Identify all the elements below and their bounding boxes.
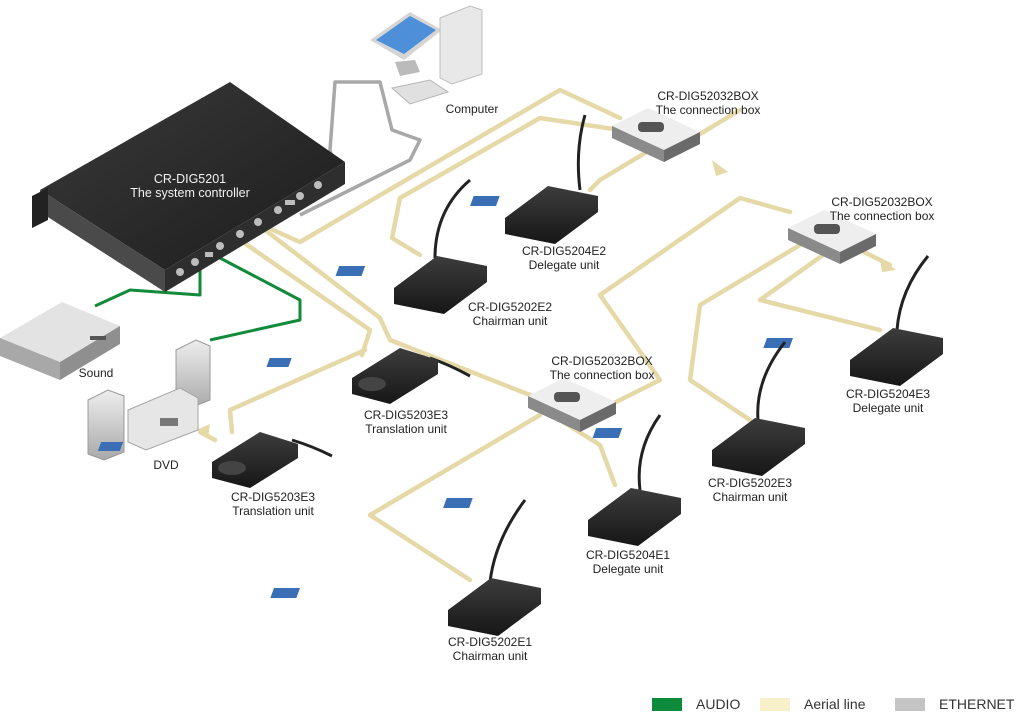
delegate-e1-desc: Delegate unit xyxy=(592,562,664,576)
cable-box2-chairman-e3 xyxy=(687,242,803,423)
connection-box-2 xyxy=(788,210,876,264)
translation-a-label: CR-DIG5203E3 Translation unit xyxy=(364,408,448,436)
delegate-e2-desc: Delegate unit xyxy=(528,258,600,272)
chairman-e2-model: CR-DIG5202E2 xyxy=(467,300,553,314)
delegate-unit-e2 xyxy=(470,114,598,244)
legend-aerial-swatch xyxy=(760,697,790,711)
chairman-e3-desc: Chairman unit xyxy=(712,490,788,504)
translation-b-model: CR-DIG5203E3 xyxy=(230,490,316,504)
delegate-unit-e1 xyxy=(443,414,681,546)
chairman-e3-label: CR-DIG5202E3 Chairman unit xyxy=(708,476,792,504)
chairman-e2-desc: Chairman unit xyxy=(472,314,548,328)
translation-b-desc: Translation unit xyxy=(232,504,314,518)
sound-label: Sound xyxy=(78,366,114,380)
chairman-e3-model: CR-DIG5202E3 xyxy=(707,476,793,490)
legend-audio-label: AUDIO xyxy=(696,696,741,712)
cable-controller-box1 xyxy=(252,87,623,245)
translation-unit-b xyxy=(97,432,333,488)
ethernet-cable xyxy=(299,80,422,217)
chairman-e2-label: CR-DIG5202E2 Chairman unit xyxy=(468,300,552,328)
dvd-system xyxy=(87,339,211,461)
translation-b-label: CR-DIG5203E3 Translation unit xyxy=(231,490,315,518)
audio-cables xyxy=(94,250,302,342)
connection-box-3 xyxy=(528,378,616,432)
computer xyxy=(370,5,483,105)
controller-label: CR-DIG5201 The system controller xyxy=(130,172,249,200)
delegate-e1-model: CR-DIG5204E1 xyxy=(585,548,671,562)
aerial-arrows xyxy=(196,160,896,438)
box2-desc: The connection box xyxy=(829,209,935,223)
delegate-e3-label: CR-DIG5204E3 Delegate unit xyxy=(846,387,930,415)
legend-audio-swatch xyxy=(652,697,682,711)
box1-label: CR-DIG52032BOX The connection box xyxy=(656,89,761,117)
chairman-unit-e3 xyxy=(592,341,805,476)
box2-model: CR-DIG52032BOX xyxy=(831,195,933,209)
legend-ethernet-label: ETHERNET xyxy=(939,696,1015,712)
delegate-e1-label: CR-DIG5204E1 Delegate unit xyxy=(586,548,670,576)
box2-label: CR-DIG52032BOX The connection box xyxy=(830,195,935,223)
chairman-unit-e2 xyxy=(335,178,487,314)
delegate-e2-model: CR-DIG5204E2 xyxy=(521,244,607,258)
chairman-e1-desc: Chairman unit xyxy=(452,649,528,663)
audio-cable-sound xyxy=(94,250,202,308)
legend-aerial-label: Aerial line xyxy=(804,696,866,712)
cable-controller-translation-a xyxy=(237,237,373,358)
box1-desc: The connection box xyxy=(655,103,761,117)
connection-box-1 xyxy=(612,108,700,162)
box3-label: CR-DIG52032BOX The connection box xyxy=(550,354,655,382)
cable-controller-box3 xyxy=(262,227,533,398)
chairman-unit-e1 xyxy=(270,499,541,636)
audio-cable-speakers xyxy=(209,256,302,342)
cable-box1-delegate-e2 xyxy=(587,147,653,193)
box3-model: CR-DIG52032BOX xyxy=(551,354,653,368)
delegate-e3-model: CR-DIG5204E3 xyxy=(845,387,931,401)
delegate-unit-e3 xyxy=(763,255,943,386)
controller-model: CR-DIG5201 xyxy=(153,172,227,186)
box3-desc: The connection box xyxy=(549,368,655,382)
controller-desc: The system controller xyxy=(130,186,250,200)
translation-a-model: CR-DIG5203E3 xyxy=(363,408,449,422)
dvd-label: DVD xyxy=(153,458,179,472)
legend-audio: AUDIO xyxy=(652,696,740,712)
delegate-e3-desc: Delegate unit xyxy=(852,401,924,415)
chairman-e1-model: CR-DIG5202E1 xyxy=(447,635,533,649)
legend-aerial: Aerial line xyxy=(760,696,865,712)
delegate-e2-label: CR-DIG5204E2 Delegate unit xyxy=(522,244,606,272)
chairman-e1-label: CR-DIG5202E1 Chairman unit xyxy=(448,635,532,663)
cable-box2-delegate-e3 xyxy=(757,247,883,333)
legend-ethernet: ETHERNET xyxy=(895,696,1014,712)
cable-box3-box2 xyxy=(597,195,793,413)
translation-a-desc: Translation unit xyxy=(365,422,447,436)
computer-label: Computer xyxy=(445,102,499,116)
cable-translation-a-b xyxy=(227,347,368,435)
box1-model: CR-DIG52032BOX xyxy=(657,89,759,103)
cable-box1-chairman-e2 xyxy=(389,115,623,258)
sound-device xyxy=(0,302,120,380)
cable-box3-chairman-e1 xyxy=(367,412,543,583)
legend-ethernet-swatch xyxy=(895,697,925,711)
translation-unit-a xyxy=(266,348,471,404)
system-controller xyxy=(32,82,345,292)
